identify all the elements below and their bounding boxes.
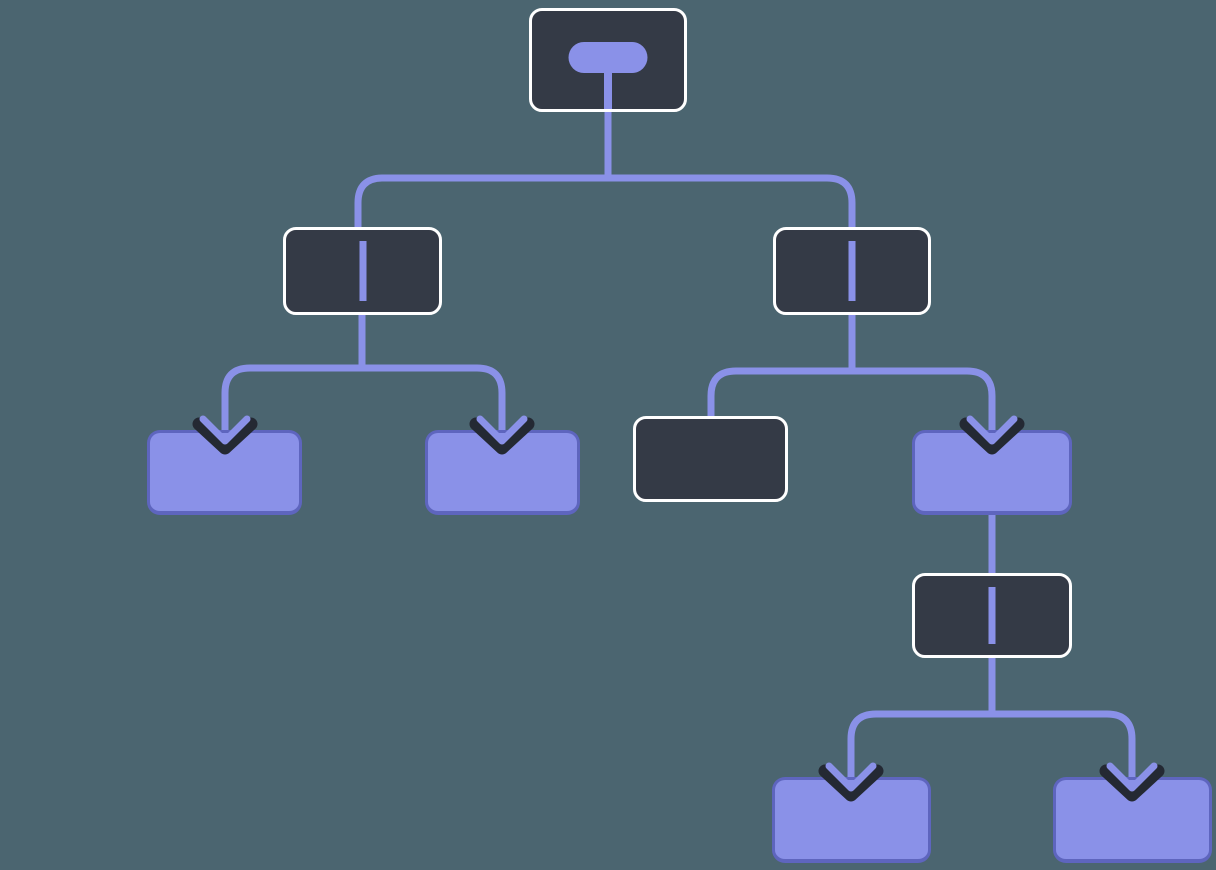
edge-right-branch: [707, 367, 996, 441]
pill-stem: [604, 69, 612, 109]
node-branch-left[interactable]: [283, 227, 442, 315]
node-branch-bottom[interactable]: [912, 573, 1072, 658]
through-line: [359, 241, 366, 301]
node-root[interactable]: [529, 8, 687, 112]
through-line: [848, 241, 856, 301]
arrow-down-chevron-icon: [1099, 762, 1165, 802]
pill-icon: [568, 42, 648, 73]
arrow-down-chevron-icon: [469, 415, 535, 455]
arrow-down-chevron-icon: [818, 762, 884, 802]
through-line: [988, 587, 996, 644]
node-dark-leaf[interactable]: [633, 416, 788, 502]
edge-left-branch: [221, 364, 506, 441]
edge-bottom-branch: [847, 710, 1136, 788]
edge-top-branch: [354, 174, 856, 229]
arrow-down-chevron-icon: [959, 415, 1025, 455]
arrow-down-chevron-icon: [192, 415, 258, 455]
node-branch-right[interactable]: [773, 227, 931, 315]
